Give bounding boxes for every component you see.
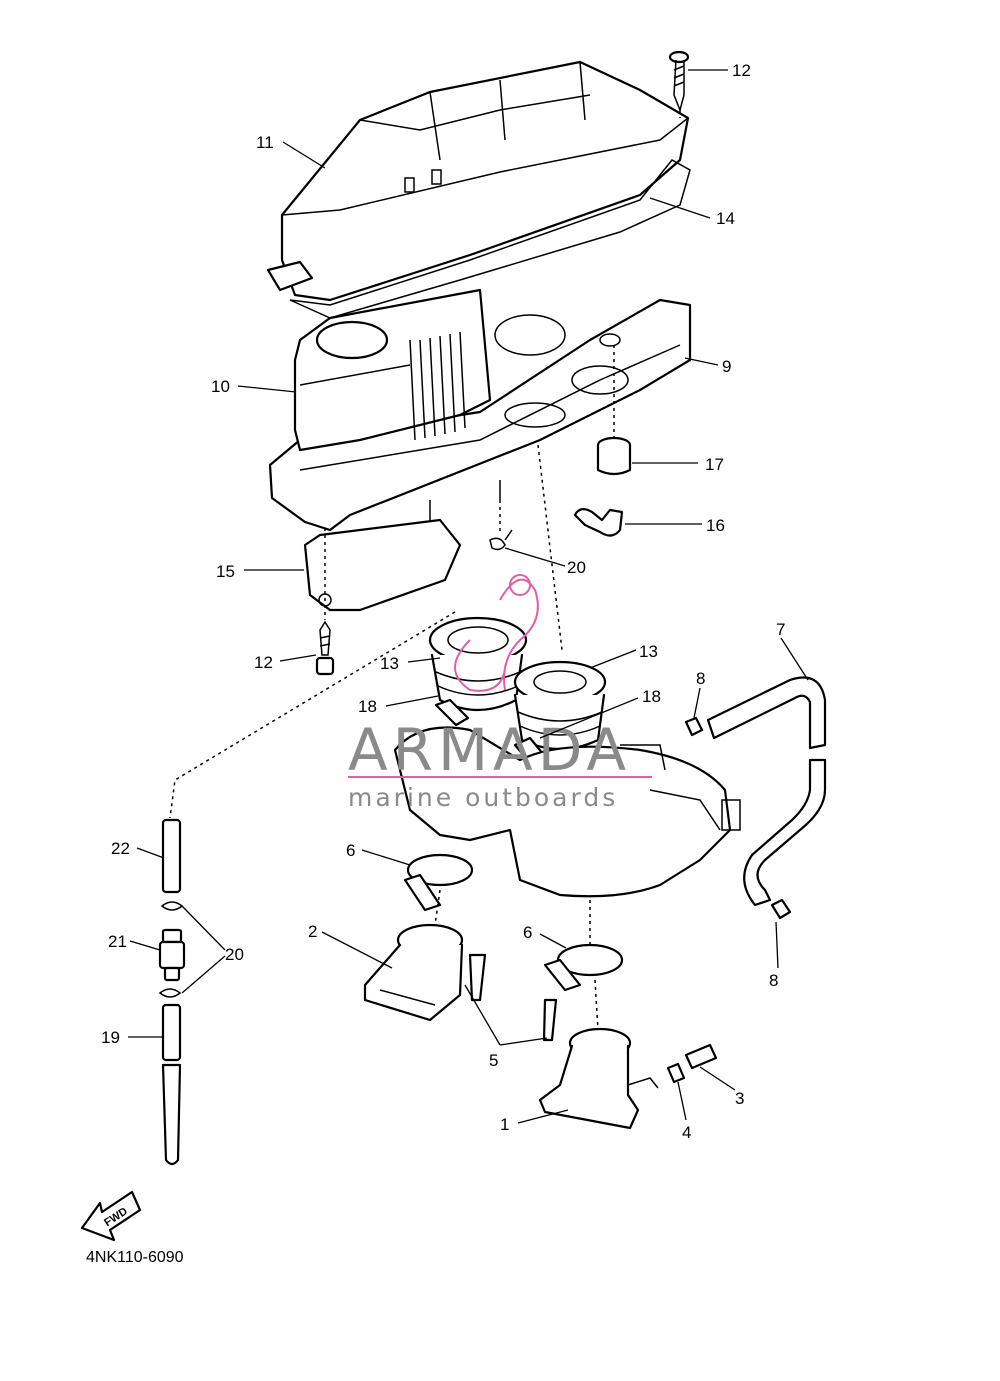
drain-hose-lower <box>161 1003 182 1062</box>
callout-19: 19 <box>101 1028 120 1047</box>
bolt-right <box>542 998 558 1042</box>
drain-hose <box>573 508 624 537</box>
callout-8-upper: 8 <box>696 669 705 688</box>
callout-18-left: 18 <box>358 697 377 716</box>
air-filter-case-cap <box>266 60 690 302</box>
callout-18-right: 18 <box>642 687 661 706</box>
callout-9: 9 <box>722 357 731 376</box>
callout-6-left: 6 <box>346 841 355 860</box>
callout-17: 17 <box>705 455 724 474</box>
callout-2: 2 <box>308 922 317 941</box>
carburetor-joint-left <box>428 616 528 712</box>
diagram-code: 4NK110-6090 <box>86 1249 184 1266</box>
filter-holder-plate <box>303 518 462 612</box>
band-left <box>434 698 470 727</box>
callout-labels: 12 11 14 9 10 17 16 15 20 12 13 13 18 18… <box>101 61 785 1142</box>
callout-10: 10 <box>211 377 230 396</box>
screw-top <box>668 50 690 113</box>
drain-hose-upper <box>161 818 182 894</box>
armada-watermark: ARMADA marine outboards <box>348 574 652 812</box>
assembly-line-drain <box>169 611 456 819</box>
hose-clip-upper <box>684 716 704 737</box>
clip-lower <box>158 988 182 998</box>
callout-11: 11 <box>256 133 274 152</box>
callout-20-line: 20 <box>225 945 244 964</box>
hose-clamp-right <box>543 943 624 992</box>
intake-manifold-right <box>538 1027 659 1130</box>
clip <box>666 1062 686 1084</box>
clip-upper <box>160 901 184 911</box>
case-gasket <box>289 159 691 319</box>
callout-4: 4 <box>682 1123 691 1142</box>
callout-16: 16 <box>706 516 725 535</box>
screw-bottom <box>315 620 335 676</box>
check-valve <box>158 928 186 982</box>
carburetor-assembly <box>393 726 741 898</box>
intake-manifold-left <box>363 923 464 1022</box>
callout-20-case: 20 <box>567 558 586 577</box>
callout-13-right: 13 <box>639 642 658 661</box>
callout-13-left: 13 <box>380 654 399 673</box>
callout-12-bottom: 12 <box>254 653 273 672</box>
watermark-subtitle: marine outboards <box>348 783 618 812</box>
callout-3: 3 <box>735 1089 744 1108</box>
hose-clamp-left <box>403 853 474 912</box>
callout-21: 21 <box>108 932 127 951</box>
grommet <box>596 436 632 476</box>
callout-6-right: 6 <box>523 923 532 942</box>
callout-12-top: 12 <box>732 61 751 80</box>
breather-hose-lower <box>743 758 827 907</box>
leader-lines <box>128 69 809 1124</box>
watermark-title: ARMADA <box>348 716 631 784</box>
drain-hose-tail <box>161 1063 182 1166</box>
callout-8-lower: 8 <box>769 971 778 990</box>
armada-logo <box>454 574 539 692</box>
assembly-line-joint <box>537 444 563 651</box>
breather-hose <box>706 676 827 750</box>
callout-5: 5 <box>489 1051 498 1070</box>
callout-22: 22 <box>111 839 130 858</box>
bolt-left <box>468 953 487 1002</box>
air-filter-case <box>268 298 692 532</box>
cap <box>684 1043 718 1070</box>
callout-15: 15 <box>216 562 235 581</box>
callout-7: 7 <box>776 620 785 639</box>
forward-arrow: FWD <box>80 1190 142 1242</box>
callout-14: 14 <box>716 209 735 228</box>
clip-case <box>489 529 513 551</box>
air-filter-element <box>293 288 492 452</box>
hose-clip-lower <box>770 898 792 920</box>
callout-1: 1 <box>500 1115 509 1134</box>
